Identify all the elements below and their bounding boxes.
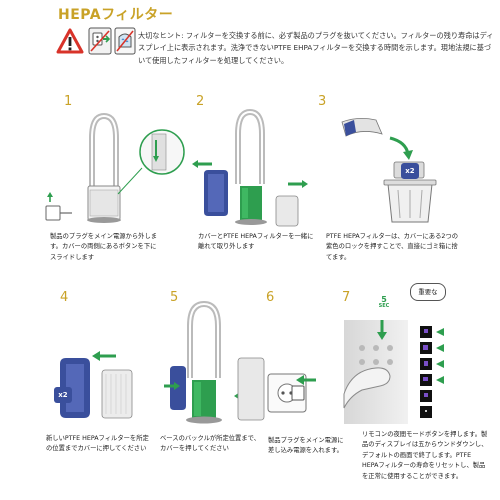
step-3-badge: x2	[401, 163, 419, 179]
step-3-illustration	[324, 108, 444, 224]
intro-text: 大切なヒント: フィルターを交換する前に、必ず製品のプラグを抜いてください。フィ…	[138, 31, 494, 65]
step-6-caption: 製品プラグをメイン電源に差し込み電源を入れます。	[268, 437, 344, 455]
unplug-icon	[88, 27, 112, 55]
no-wash-icon	[114, 27, 136, 55]
page-title: HEPAフィルター	[58, 7, 174, 23]
step-1-caption: 製品のプラグをメイン電源から外します。カバーの両側にあるボタンを下にスライドしま…	[50, 233, 158, 261]
step-3-number: 3	[318, 94, 327, 109]
step-6-illustration	[232, 318, 322, 428]
step-4-number: 4	[60, 290, 69, 305]
step-4-badge: x2	[54, 387, 72, 403]
step-1-number: 1	[64, 94, 73, 109]
step-2-caption: カバーとPTFE HEPAフィルターを一緒に離れて取り外します	[198, 233, 314, 251]
warning-icon	[56, 28, 84, 54]
step-2-number: 2	[196, 94, 205, 109]
step-6-number: 6	[266, 290, 275, 305]
step-4-caption: 新しいPTFE HEPAフィルターを所定の位置までカバーに押してください	[46, 435, 149, 453]
step-4-illustration	[40, 316, 156, 426]
step-5-number: 5	[170, 290, 179, 305]
seconds-indicator: 5 SEC	[374, 296, 394, 310]
step-5-caption: ベースのバックルが所定位置まで、カバーを押してください	[160, 435, 260, 453]
step-7-illustration	[336, 304, 456, 428]
step-1-illustration	[38, 110, 188, 230]
seconds-value: 5	[381, 295, 387, 304]
important-badge: 重要な	[410, 283, 446, 301]
step-2-illustration	[190, 108, 310, 232]
seconds-unit: SEC	[378, 303, 390, 309]
step-7-number: 7	[342, 290, 351, 305]
step-3-caption: PTFE HEPAフィルターは、カバーにある2つの紫色のロックを押すことで、直接…	[326, 233, 458, 261]
step-7-caption: リモコンの夜間モードボタンを押します。製品のディスプレイは五からウンドダウンし、…	[362, 431, 488, 480]
